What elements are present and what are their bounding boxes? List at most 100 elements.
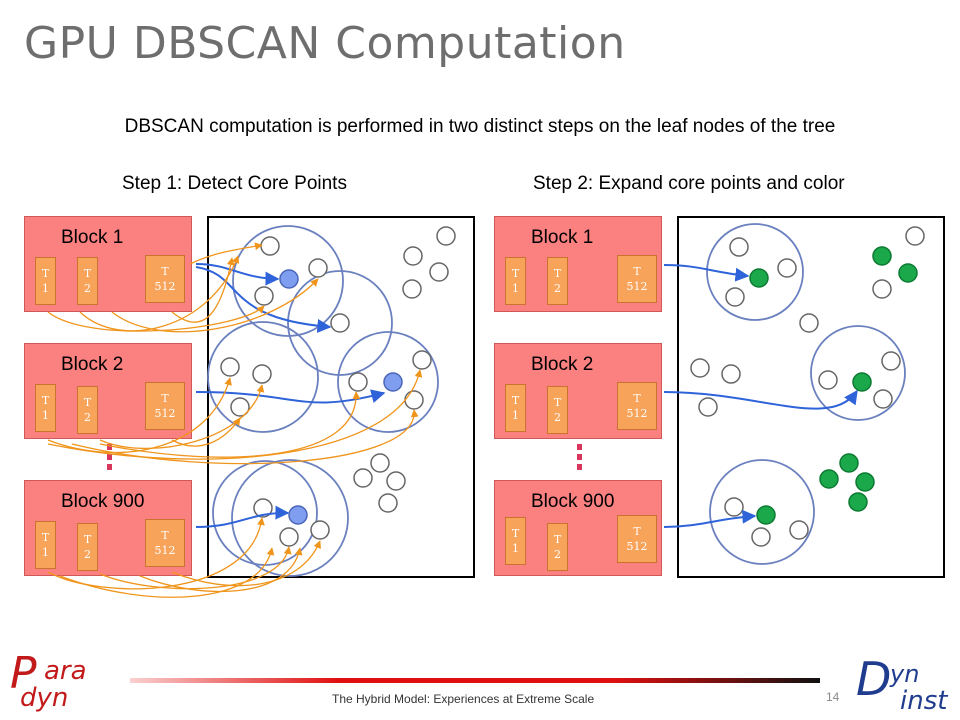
step-1-orange-arrows — [47, 242, 423, 598]
cluster-point — [848, 492, 868, 512]
data-point — [789, 520, 809, 540]
data-point — [308, 258, 328, 278]
data-point — [252, 364, 272, 384]
data-point — [403, 246, 423, 266]
data-point — [729, 237, 749, 257]
slide-title: GPU DBSCAN Computation — [24, 18, 626, 69]
paradyn-logo-upper: ara — [44, 656, 87, 686]
thread-1: T 1 — [505, 517, 526, 565]
data-point — [873, 389, 893, 409]
step-2-heading: Step 2: Expand core points and color — [533, 173, 845, 194]
block-label: Block 900 — [61, 491, 145, 512]
neighborhood-ring — [706, 223, 804, 321]
thread-512: T 512 — [617, 255, 657, 303]
orange-arrow — [47, 517, 265, 590]
data-point — [436, 226, 456, 246]
data-point — [725, 287, 745, 307]
arrow-thread2-to-point — [195, 266, 332, 333]
core-point — [749, 268, 769, 288]
thread-1: T 1 — [505, 257, 526, 305]
footer-divider — [130, 678, 820, 683]
orange-arrow — [171, 257, 235, 323]
orange-arrow — [47, 377, 232, 454]
step-2-colored-points — [749, 246, 918, 525]
orange-arrow — [171, 417, 241, 447]
thread-2: T 2 — [77, 523, 98, 571]
paradyn-logo-lower: dyn — [20, 683, 69, 713]
data-point — [799, 313, 819, 333]
step-2-neighborhoods — [706, 223, 906, 565]
data-point — [386, 471, 406, 491]
data-point — [253, 498, 273, 518]
paradyn-logo-letter: P — [10, 648, 37, 699]
data-point — [872, 279, 892, 299]
dyninst-logo-lower: inst — [900, 686, 948, 716]
thread-512: T 512 — [145, 255, 185, 303]
neighborhood-ring — [337, 331, 439, 433]
block-label: Block 2 — [531, 354, 594, 375]
data-point — [378, 493, 398, 513]
core-point — [288, 505, 308, 525]
block-label: Block 1 — [531, 227, 594, 248]
thread-1: T 1 — [505, 384, 526, 432]
data-point — [353, 468, 373, 488]
block-label: Block 1 — [61, 227, 124, 248]
data-point — [404, 390, 424, 410]
thread-512: T 512 — [145, 382, 185, 430]
thread-2: T 2 — [547, 523, 568, 571]
orange-arrow — [99, 546, 292, 590]
neighborhood-ring — [810, 325, 906, 421]
data-point — [905, 226, 925, 246]
neighborhood-ring — [287, 270, 393, 376]
data-point — [310, 520, 330, 540]
neighborhood-ring — [709, 459, 815, 565]
thread-2: T 2 — [547, 257, 568, 305]
orange-arrow — [171, 540, 321, 587]
orange-arrow — [71, 409, 419, 465]
orange-arrow — [99, 384, 265, 450]
page-number: 14 — [826, 690, 840, 704]
data-point — [230, 397, 250, 417]
step-1-block-1: Block 1 T 1 T 2 T 512 — [24, 216, 192, 312]
data-point — [260, 236, 280, 256]
thread-1: T 1 — [35, 521, 56, 569]
data-point — [818, 370, 838, 390]
step-2-block-900: Block 900 T 1 T 2 T 512 — [494, 480, 662, 576]
orange-arrow — [47, 305, 265, 332]
step-2-ellipsis-dots — [577, 444, 582, 474]
arrow-block2-to-core — [663, 389, 858, 410]
thread-2: T 2 — [77, 386, 98, 434]
data-point — [402, 279, 422, 299]
dyninst-logo-letter: D — [856, 652, 892, 706]
data-point — [777, 258, 797, 278]
arrow-thread1-to-core — [195, 263, 280, 286]
thread-512: T 512 — [145, 519, 185, 567]
step-2-points — [690, 226, 925, 547]
core-point — [756, 505, 776, 525]
arrow-block1-to-core — [663, 264, 750, 282]
data-point — [721, 364, 741, 384]
block-label: Block 2 — [61, 354, 124, 375]
orange-arrow — [47, 369, 423, 460]
data-point — [330, 313, 350, 333]
thread-512: T 512 — [617, 382, 657, 430]
step-1-heading: Step 1: Detect Core Points — [122, 173, 347, 194]
core-point — [279, 269, 299, 289]
cluster-point — [872, 246, 892, 266]
footer-text: The Hybrid Model: Experiences at Extreme… — [332, 692, 595, 706]
orange-arrow — [99, 391, 361, 458]
data-point — [690, 358, 710, 378]
data-point — [881, 351, 901, 371]
cluster-point — [855, 472, 875, 492]
orange-arrow — [59, 547, 275, 598]
step-2-block-2: Block 2 T 1 T 2 T 512 — [494, 343, 662, 439]
data-point — [751, 527, 771, 547]
data-point — [220, 357, 240, 377]
thread-1: T 1 — [35, 384, 56, 432]
orange-arrow — [79, 255, 240, 332]
cluster-point — [819, 469, 839, 489]
cluster-point — [839, 453, 859, 473]
thread-1: T 1 — [35, 257, 56, 305]
step-1-ellipsis-dots — [107, 444, 112, 474]
data-point — [348, 372, 368, 392]
